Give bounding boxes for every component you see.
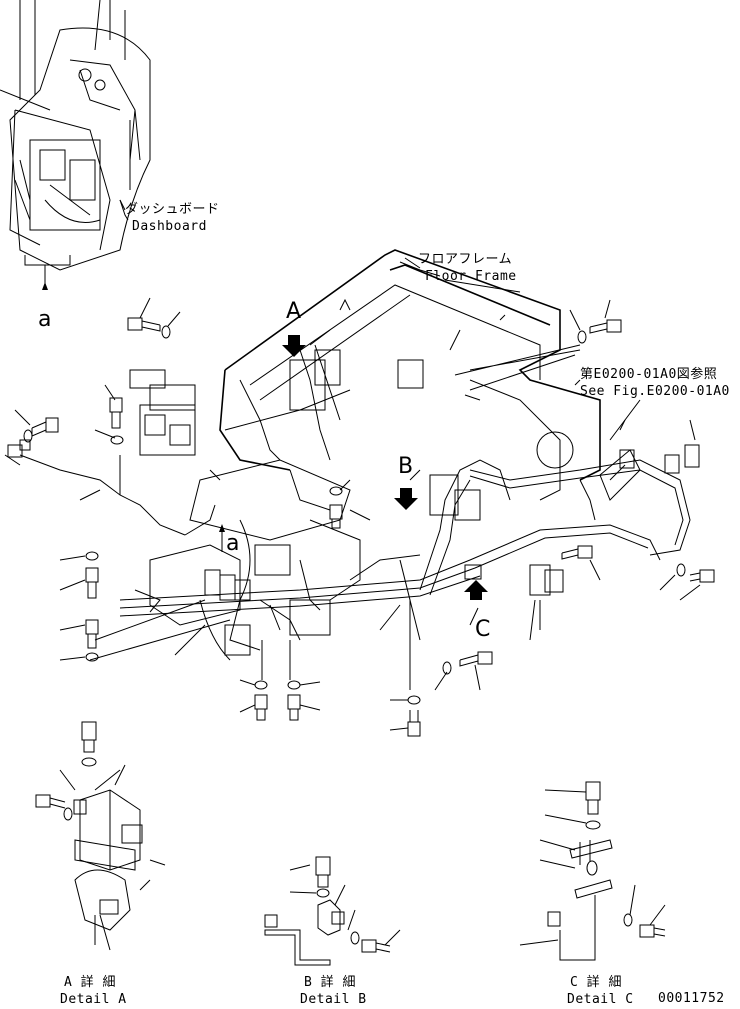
detail-a-caption-jp: A 詳 細 xyxy=(64,975,116,990)
detail-a-caption-en: Detail A xyxy=(60,992,127,1007)
reference-label-en: See Fig.E0200-01A0 xyxy=(580,384,730,399)
detail-b-caption-en: Detail B xyxy=(300,992,367,1007)
floor-frame-label-en: Floor Frame xyxy=(425,269,517,284)
floor-frame xyxy=(134,249,601,656)
point-a-upper-label: a xyxy=(38,307,52,332)
detail-c-caption-jp: C 詳 細 xyxy=(570,975,622,990)
view-a-marker: A xyxy=(286,299,302,324)
detail-c-caption-en: Detail C xyxy=(567,992,634,1007)
dashboard-leader xyxy=(119,199,129,221)
leader-lines xyxy=(4,297,701,731)
dashboard-label-jp: ダッシュボード xyxy=(125,202,220,217)
dashboard-assembly xyxy=(0,0,151,290)
connectors xyxy=(7,349,700,601)
fasteners xyxy=(23,317,715,737)
dashboard-label-en: Dashboard xyxy=(132,219,207,234)
drawing-number: 00011752 xyxy=(658,991,725,1006)
floor-frame-leader xyxy=(404,257,421,269)
point-a-marker xyxy=(219,524,225,552)
detail-c-figure xyxy=(519,781,666,961)
point-a-lower-label: a xyxy=(226,531,240,556)
reference-label-jp: 第E0200-01A0図参照 xyxy=(580,367,718,382)
view-c-marker: C xyxy=(475,617,491,642)
view-arrows xyxy=(282,329,488,626)
view-b-marker: B xyxy=(398,454,414,479)
floor-frame-label-jp: フロアフレーム xyxy=(418,252,513,267)
detail-b-figure xyxy=(264,856,401,966)
detail-a-figure xyxy=(35,721,166,951)
detail-b-caption-jp: B 詳 細 xyxy=(304,975,356,990)
